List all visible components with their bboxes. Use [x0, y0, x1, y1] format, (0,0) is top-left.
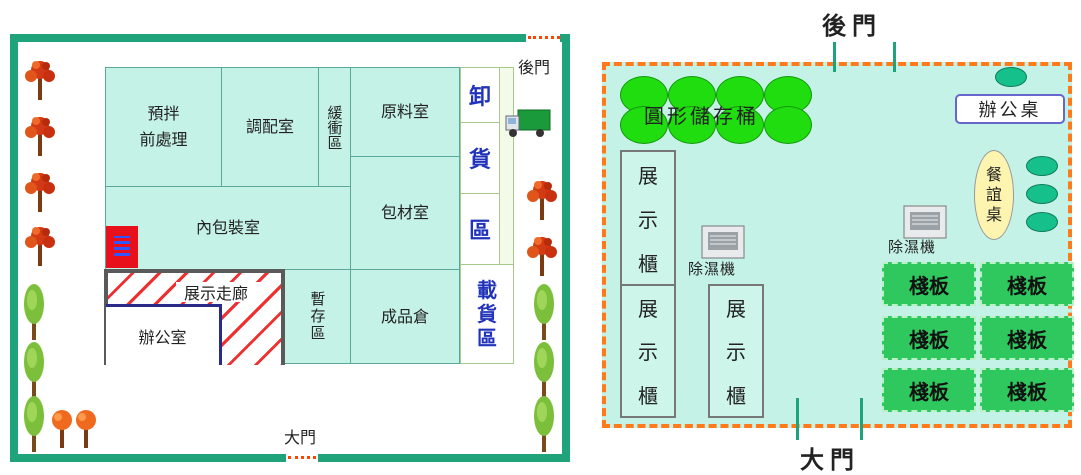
room-packaging-material: 包材室 [350, 156, 460, 270]
main-door-marker [796, 398, 799, 440]
dining-table-label: 餐 誼 桌 [985, 165, 1002, 224]
room-office: 辦公室 [106, 304, 222, 365]
storage-tank [668, 106, 716, 144]
back-door-label: 後門 [518, 58, 551, 77]
dehumidifier-label: 除濕機 [888, 238, 937, 256]
office-chair [995, 67, 1027, 87]
left-wall-bottom-left [10, 454, 286, 462]
pallet: 棧板 [980, 316, 1074, 360]
unloading-zone-char-2: 貨 [460, 122, 500, 194]
office-desk: 辦公桌 [955, 94, 1065, 124]
room-pre-mix-label: 預拌 前處理 [139, 104, 188, 149]
room-blending-label: 調配室 [245, 117, 294, 136]
room-inner-packaging-label: 內包裝室 [195, 218, 260, 237]
storage-tank [620, 106, 668, 144]
main-door-label: 大門 [284, 428, 317, 447]
red-tree-icon [25, 117, 55, 156]
unloading-zone-char-3: 區 [460, 193, 500, 265]
unloading-zone-char-1: 卸 [460, 67, 500, 123]
room-office-label: 辦公室 [138, 328, 187, 347]
pallet: 棧板 [980, 368, 1074, 412]
loading-zone: 載 貨 區 [460, 264, 514, 364]
back-door-gap [528, 36, 560, 39]
loading-char-1: 載 [477, 278, 497, 302]
red-tree-icon [25, 173, 55, 212]
green-tree-icon [24, 342, 44, 398]
truck-icon [505, 109, 551, 137]
left-wall-left [10, 34, 18, 462]
dining-table: 餐 誼 桌 [974, 150, 1014, 240]
red-tree-icon [527, 237, 557, 276]
fire-equipment-icon [106, 226, 138, 268]
green-tree-icon [24, 284, 44, 340]
red-tree-icon [25, 227, 55, 266]
loading-char-3: 區 [477, 326, 497, 350]
red-tree-icon [25, 61, 55, 100]
room-pre-mix: 預拌 前處理 [105, 67, 222, 187]
display-cabinet: 展 示 櫃 [620, 150, 676, 286]
dining-chair [1026, 156, 1058, 176]
back-door-marker [893, 42, 896, 72]
main-door-marker [860, 398, 863, 440]
left-wall-right [562, 34, 570, 462]
room-finished-goods: 成品倉 [350, 269, 460, 364]
main-door-gap [288, 456, 316, 459]
room-packaging-material-label: 包材室 [380, 203, 429, 222]
storage-tank [764, 106, 812, 144]
room-buffer-label: 緩衝區 [325, 104, 344, 150]
right-back-door-label: 後門 [822, 11, 882, 40]
room-buffer: 緩衝區 [318, 67, 351, 187]
room-raw-material: 原料室 [350, 67, 460, 157]
room-temp-storage-label: 暫存區 [308, 291, 327, 342]
right-main-door-label: 大門 [800, 445, 860, 474]
zone-side-strip [499, 67, 514, 265]
room-raw-material-label: 原料室 [380, 102, 429, 121]
back-door-marker [833, 42, 836, 72]
dehumidifier-label: 除濕機 [688, 260, 737, 278]
pallet: 棧板 [882, 262, 976, 306]
dining-chair [1026, 212, 1058, 232]
display-cabinet: 展 示 櫃 [708, 284, 764, 418]
pallet: 棧板 [980, 262, 1074, 306]
storage-tank-label: 圓形儲存桶 [644, 104, 759, 128]
storage-tank [716, 106, 764, 144]
dehumidifier-icon [903, 205, 947, 239]
orange-tree-icon [52, 410, 72, 448]
pallet: 棧板 [882, 316, 976, 360]
green-tree-icon [534, 342, 554, 398]
display-cabinet: 展 示 櫃 [620, 284, 676, 418]
loading-char-2: 貨 [477, 302, 497, 326]
room-temp-storage: 暫存區 [284, 269, 351, 364]
corridor-label: 展示走廊 [184, 284, 249, 303]
green-tree-icon [534, 284, 554, 340]
room-inner-packaging: 內包裝室 [105, 186, 351, 270]
dehumidifier-icon [701, 225, 745, 259]
left-wall-bottom-right [318, 454, 570, 462]
orange-tree-icon [76, 410, 96, 448]
left-wall-top-left [10, 34, 526, 42]
room-blending: 調配室 [221, 67, 319, 187]
green-tree-icon [24, 396, 44, 452]
pallet: 棧板 [882, 368, 976, 412]
corridor-label-bg [176, 282, 260, 302]
room-finished-goods-label: 成品倉 [380, 306, 429, 326]
office-desk-label: 辦公桌 [978, 100, 1042, 121]
green-tree-icon [534, 396, 554, 452]
dining-chair [1026, 184, 1058, 204]
red-tree-icon [527, 181, 557, 220]
